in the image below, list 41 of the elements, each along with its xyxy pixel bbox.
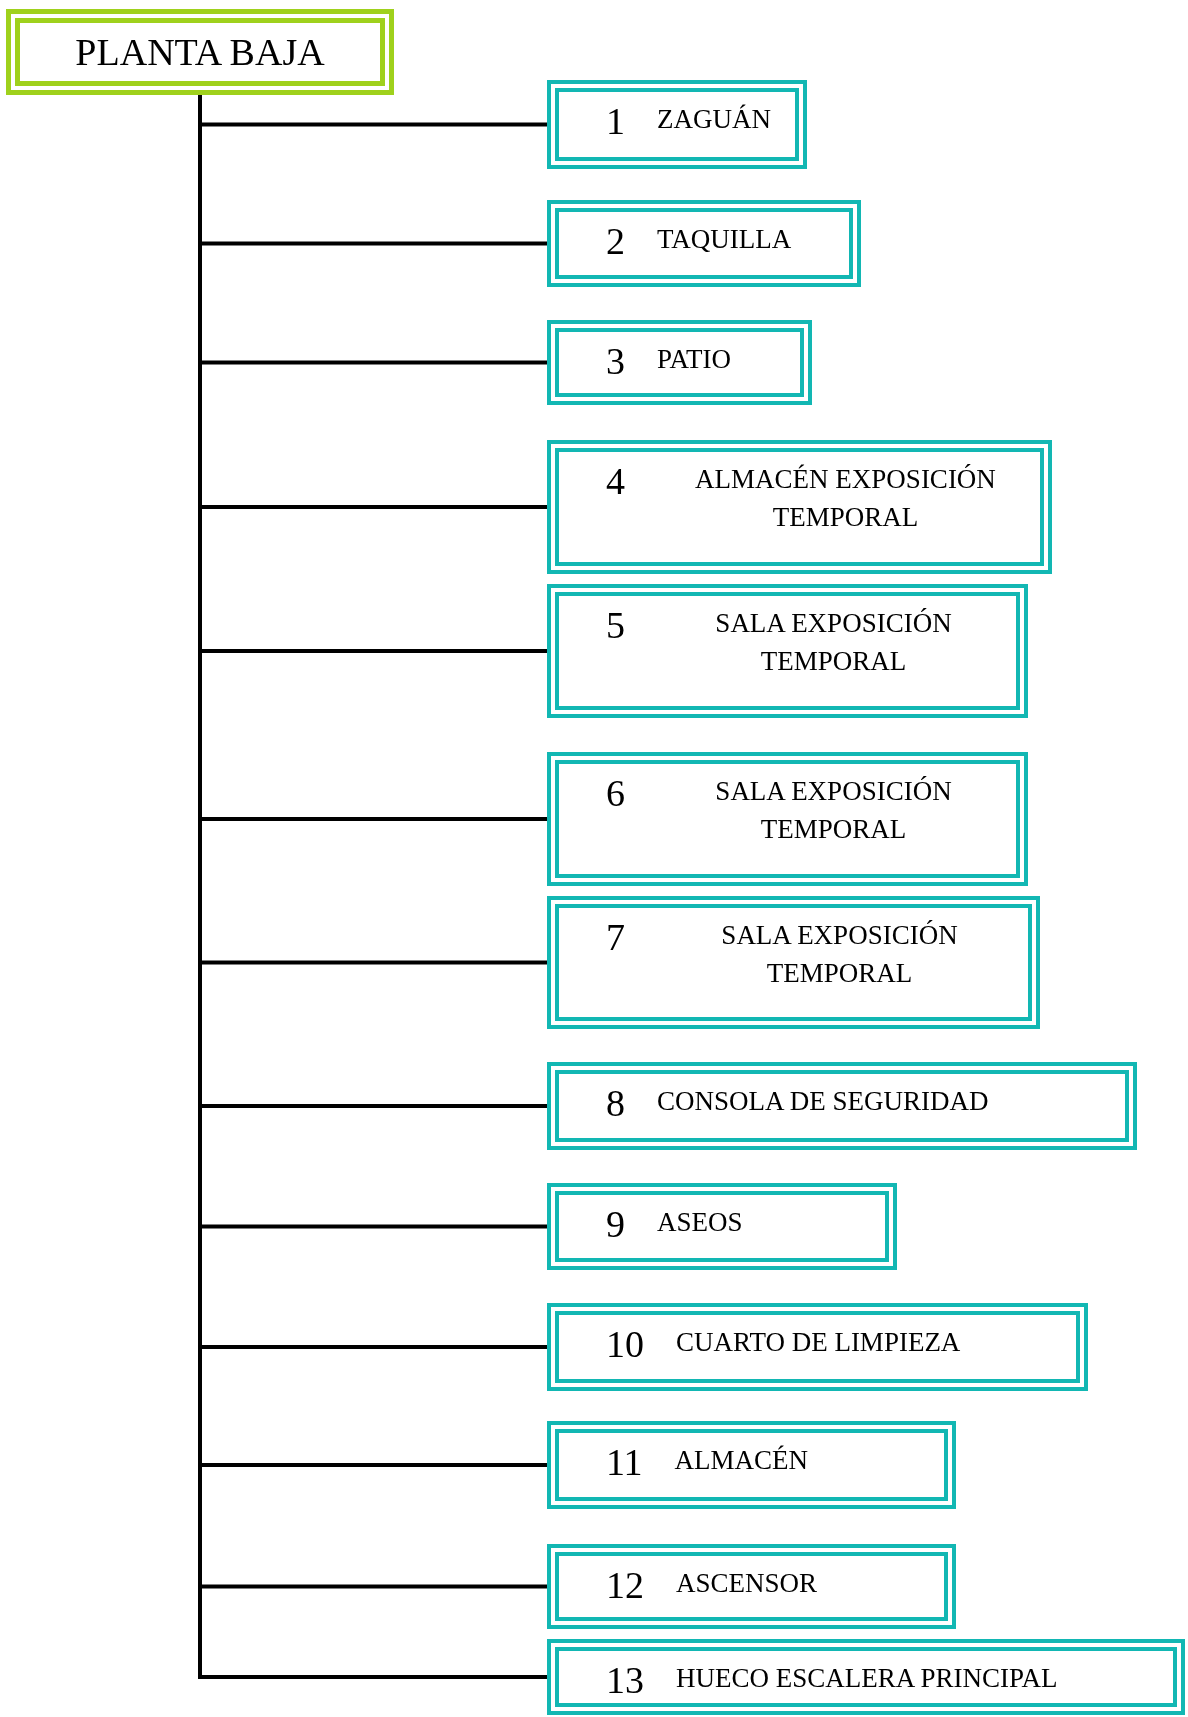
room-name: HUECO ESCALERA PRINCIPAL bbox=[676, 1662, 1058, 1695]
room-name: ALMACÉN bbox=[674, 1444, 809, 1477]
room-number: 5 bbox=[606, 606, 625, 644]
room-box bbox=[547, 896, 1040, 1029]
room-name: TAQUILLA bbox=[657, 223, 792, 256]
room-name: SALA EXPOSICIÓN TEMPORAL bbox=[720, 919, 959, 990]
room-box bbox=[547, 80, 807, 169]
room-name: CUARTO DE LIMPIEZA bbox=[676, 1326, 961, 1359]
room-box bbox=[547, 1183, 897, 1270]
room-box bbox=[547, 1639, 1185, 1715]
room-name: ASEOS bbox=[657, 1206, 743, 1239]
room-number: 7 bbox=[606, 918, 625, 956]
room-name: SALA EXPOSICIÓN TEMPORAL bbox=[714, 607, 953, 678]
floor-title-box bbox=[6, 9, 394, 95]
room-box bbox=[547, 1062, 1137, 1150]
room-number: 6 bbox=[606, 774, 625, 812]
room-box bbox=[547, 752, 1028, 886]
room-name: CONSOLA DE SEGURIDAD bbox=[657, 1085, 989, 1118]
room-number: 9 bbox=[606, 1205, 625, 1243]
room-number: 10 bbox=[606, 1325, 644, 1363]
room-number: 3 bbox=[606, 342, 625, 380]
room-number: 8 bbox=[606, 1084, 625, 1122]
room-number: 2 bbox=[606, 222, 625, 260]
room-name: SALA EXPOSICIÓN TEMPORAL bbox=[714, 775, 953, 846]
room-name: PATIO bbox=[657, 343, 732, 376]
floor-title: PLANTA BAJA bbox=[75, 33, 325, 71]
room-box bbox=[547, 584, 1028, 718]
room-number: 4 bbox=[606, 462, 625, 500]
room-number: 1 bbox=[606, 102, 625, 140]
room-box bbox=[547, 1421, 956, 1509]
room-box bbox=[547, 1544, 956, 1629]
room-number: 12 bbox=[606, 1566, 644, 1604]
room-box bbox=[547, 440, 1052, 574]
room-name: ASCENSOR bbox=[676, 1567, 818, 1600]
room-box bbox=[547, 320, 812, 405]
room-box bbox=[547, 1303, 1088, 1391]
room-name: ALMACÉN EXPOSICIÓN TEMPORAL bbox=[694, 463, 997, 534]
room-number: 11 bbox=[606, 1443, 643, 1481]
room-box bbox=[547, 200, 861, 287]
room-number: 13 bbox=[606, 1661, 644, 1699]
room-name: ZAGUÁN bbox=[657, 103, 771, 136]
